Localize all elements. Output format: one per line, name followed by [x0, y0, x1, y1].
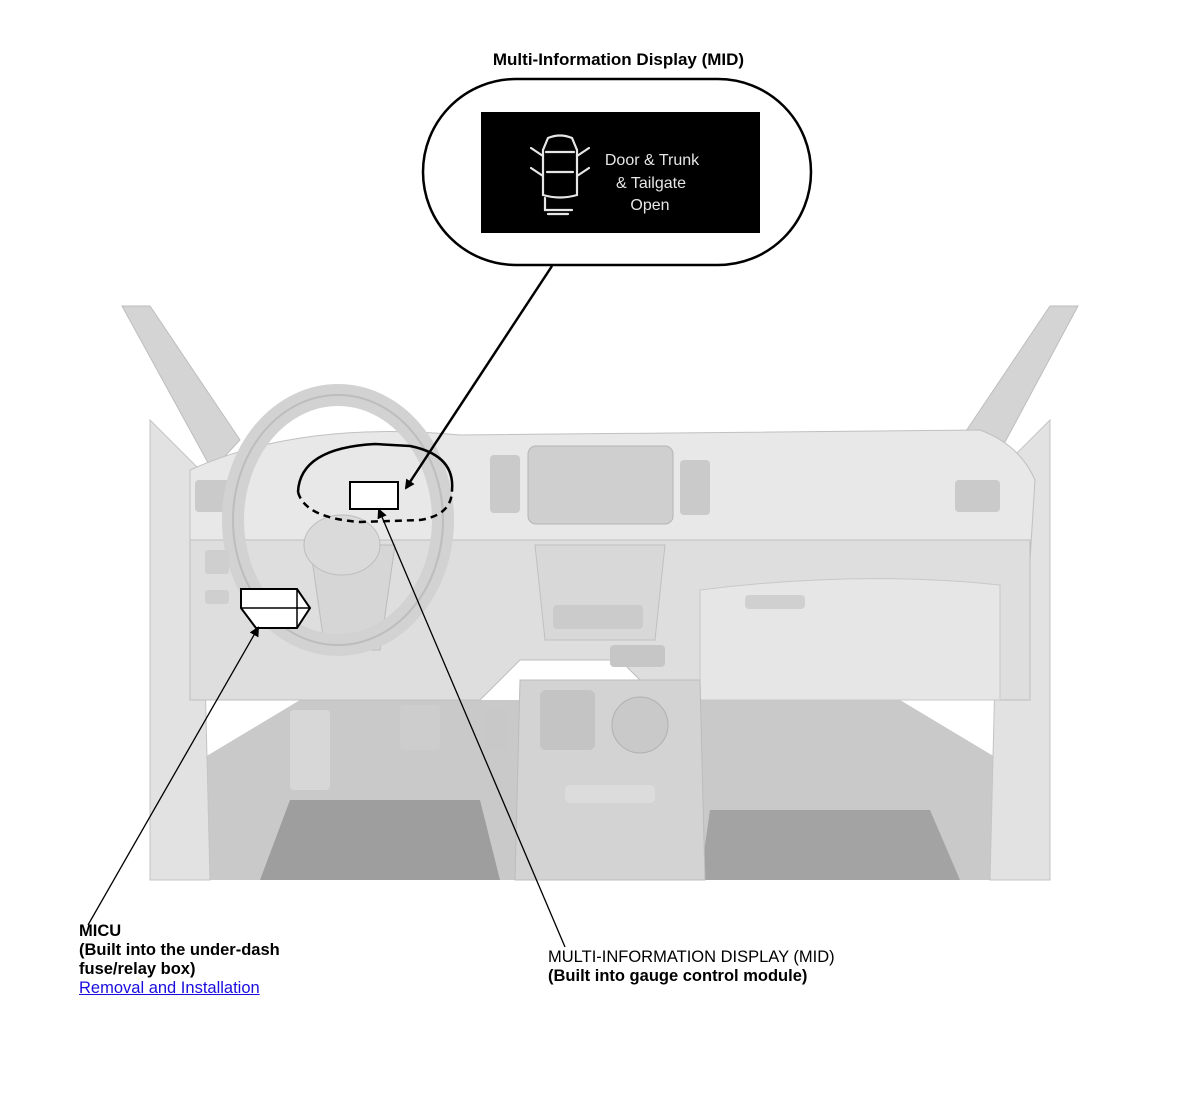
- mid-screen-line-3: Open: [630, 197, 669, 214]
- mid-callout-bubble: Door & Trunk & Tailgate Open: [421, 77, 813, 267]
- mid-location-marker: [349, 481, 399, 510]
- car-doors-open-icon: [529, 134, 591, 216]
- mid-label: MULTI-INFORMATION DISPLAY (MID) (Built i…: [548, 948, 835, 986]
- micu-leader-line: [87, 626, 259, 926]
- micu-box-marker: [240, 588, 312, 629]
- vehicle-dashboard-illustration: [121, 305, 1079, 881]
- callout-leader-line: [404, 265, 554, 490]
- callout-title: Multi-Information Display (MID): [492, 50, 745, 69]
- mid-leader-line: [377, 508, 566, 948]
- micu-description-line-1: (Built into the under-dash: [79, 941, 280, 959]
- mid-screen-line-1: Door & Trunk: [605, 152, 700, 169]
- micu-description-line-2: fuse/relay box): [79, 960, 196, 978]
- gauge-cluster-outline: [296, 442, 454, 524]
- micu-name: MICU: [79, 922, 122, 940]
- micu-label: MICU (Built into the under-dash fuse/rel…: [79, 922, 280, 998]
- removal-and-installation-link[interactable]: Removal and Installation: [79, 979, 260, 997]
- mid-name: MULTI-INFORMATION DISPLAY (MID): [548, 948, 835, 966]
- mid-screen-line-2: & Tailgate: [616, 175, 686, 192]
- mid-screen: [481, 112, 760, 233]
- mid-description: (Built into gauge control module): [548, 967, 808, 985]
